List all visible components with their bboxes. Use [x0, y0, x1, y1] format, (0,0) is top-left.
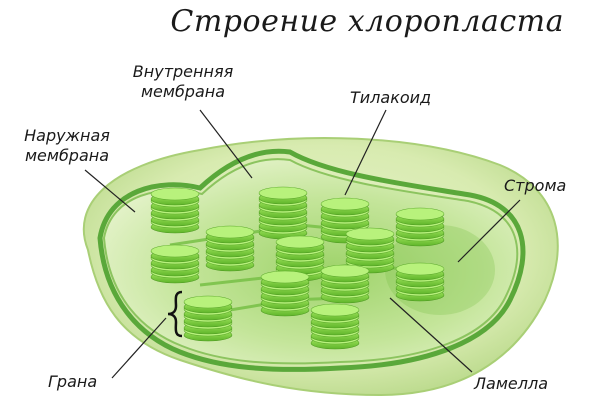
granum-1: [150, 187, 200, 234]
label-inner-membrane-line2: мембрана: [140, 82, 226, 101]
leader-lines: [84, 109, 521, 379]
granum-5: [205, 225, 255, 272]
label-outer-membrane: Наружная мембрана: [12, 126, 122, 166]
label-thylakoid: Тилакоид: [350, 88, 432, 107]
granum-12: [183, 295, 233, 342]
label-stroma: Строма: [504, 176, 567, 195]
granum-8: [150, 244, 200, 284]
granum-10: [320, 264, 370, 304]
leader-granum: [111, 317, 167, 379]
leader-outer-membrane: [84, 169, 136, 213]
leader-stroma: [457, 199, 521, 263]
granum-11: [260, 270, 310, 317]
label-inner-membrane: Внутренняя мембрана: [118, 62, 248, 102]
leader-lamella: [389, 297, 473, 373]
granum-13: [310, 303, 360, 350]
page-title: Строение хлоропласта: [170, 4, 564, 39]
leader-inner-membrane: [199, 109, 253, 179]
label-lamella: Ламелла: [474, 374, 549, 393]
label-granum: Грана: [48, 372, 98, 391]
granum-2: [258, 186, 308, 240]
label-outer-membrane-line1: Наружная: [24, 126, 110, 145]
label-outer-membrane-line2: мембрана: [24, 146, 110, 165]
granum-brace: [167, 290, 183, 338]
granum-4: [395, 207, 445, 247]
leader-thylakoid: [344, 109, 387, 196]
granum-9: [395, 262, 445, 302]
label-inner-membrane-line1: Внутренняя: [132, 62, 234, 81]
